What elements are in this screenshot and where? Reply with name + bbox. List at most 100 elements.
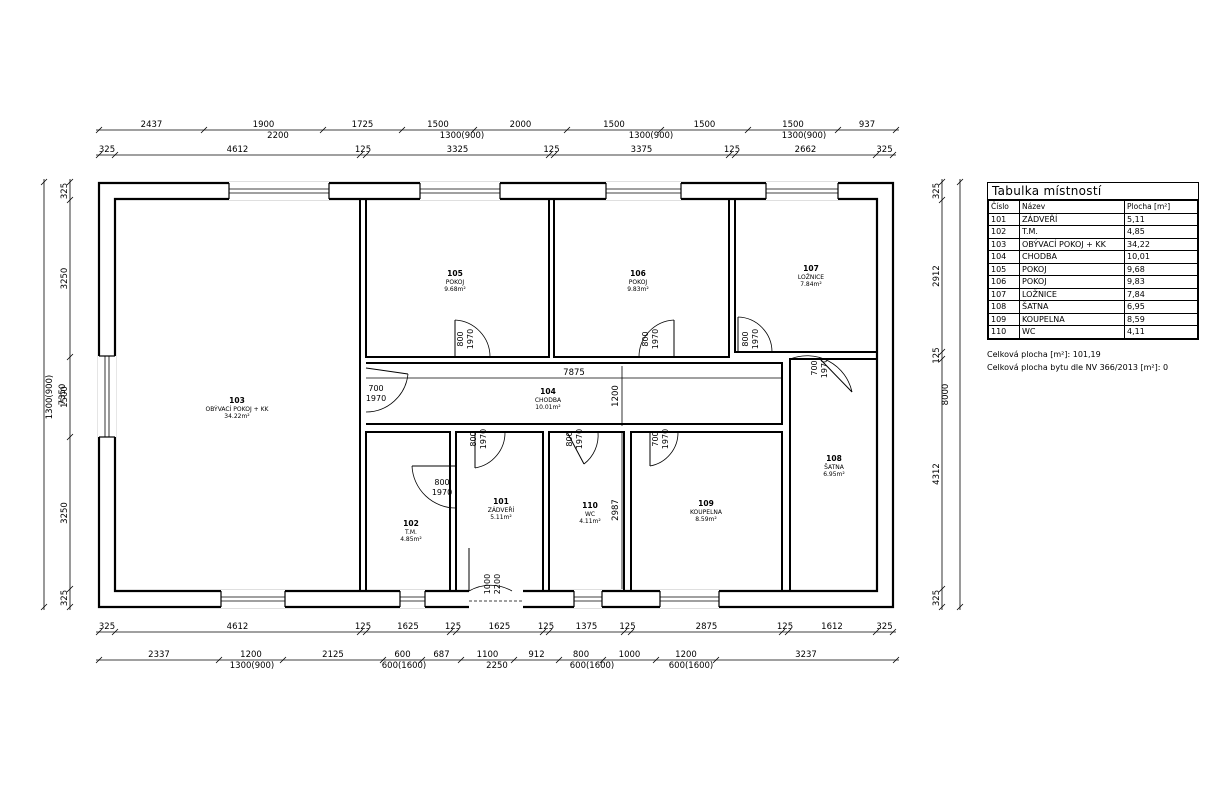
room-area-cell: 9,68 <box>1124 262 1198 276</box>
dimension-tick <box>95 151 103 159</box>
dimension-tick <box>599 656 607 664</box>
dimension-label: 4612 <box>227 145 249 155</box>
header-area: Plocha [m²] <box>1124 200 1198 214</box>
door-height-label: 2200 <box>493 574 502 594</box>
dimension-label: 1000 <box>619 650 641 660</box>
dimension-label: 4612 <box>227 622 249 632</box>
door-width-label: 800 <box>741 331 750 346</box>
interior-wall <box>114 199 361 591</box>
door-height-label: 1970 <box>466 329 475 349</box>
dimension-tick <box>872 151 880 159</box>
dimension-label: 125 <box>355 622 371 632</box>
dimension-label: 125 <box>724 145 740 155</box>
door-height-label: 1970 <box>651 329 660 349</box>
window <box>221 590 285 608</box>
room-area: 7.84m² <box>800 281 822 288</box>
dimension-tick <box>66 178 74 186</box>
room-name-cell: POKOJ <box>1019 275 1125 289</box>
dimension-label: 325 <box>876 145 892 155</box>
dimension-tick <box>892 656 900 664</box>
room-area-cell: 10,01 <box>1124 250 1198 264</box>
room-number: 101 <box>493 497 509 506</box>
door-height-label: 1970 <box>432 488 452 497</box>
door-height-label: 1970 <box>751 329 760 349</box>
room-area-cell: 5,11 <box>1124 212 1198 226</box>
room-area: 10.01m² <box>535 404 561 411</box>
room-outline <box>365 431 451 592</box>
room-number: 102 <box>403 519 419 528</box>
dimension-tick <box>938 603 946 611</box>
dimension-tick <box>539 628 547 636</box>
room-name: POKOJ <box>629 279 648 286</box>
room-area-cell: 6,95 <box>1124 300 1198 314</box>
dimension-tick <box>279 656 287 664</box>
dimension-label: 1200 <box>611 385 621 407</box>
dimension-tick <box>66 585 74 593</box>
dimension-sub-label: 1300(900) <box>440 131 485 141</box>
door-height-label: 1970 <box>661 429 670 449</box>
dimension-tick <box>834 126 842 134</box>
dimension-tick <box>712 656 720 664</box>
dimension-tick <box>470 126 478 134</box>
room-area-cell: 34,22 <box>1124 237 1198 251</box>
dimension-label: 125 <box>619 622 635 632</box>
room-table-header: Číslo Název Plocha [m²] <box>988 200 1198 214</box>
door-leaf <box>365 367 409 375</box>
dimension-label: 1625 <box>489 622 511 632</box>
room-number: 106 <box>630 269 646 278</box>
dimension-tick <box>938 355 946 363</box>
dimension-sub-label: 1300(900) <box>45 375 55 420</box>
dimension-lines <box>40 126 964 664</box>
dimension-label: 1200 <box>675 650 697 660</box>
dimension-label: 125 <box>538 622 554 632</box>
dimension-sub-label: 1300(900) <box>782 131 827 141</box>
room-number: 107 <box>803 264 819 273</box>
room-area-cell: 4,11 <box>1124 325 1198 339</box>
room-name: LOŽNICE <box>798 273 824 281</box>
dimension-tick <box>889 151 897 159</box>
room-number: 103 <box>229 396 245 405</box>
door-width-label: 800 <box>469 431 478 446</box>
dimension-tick <box>66 353 74 361</box>
dimension-tick <box>657 126 665 134</box>
door-swing <box>468 584 513 592</box>
room-area-cell: 8,59 <box>1124 312 1198 326</box>
dimension-label: 1200 <box>240 650 262 660</box>
door-swing <box>411 465 457 509</box>
room-number-cell: 107 <box>988 287 1020 301</box>
dimension-tick <box>319 126 327 134</box>
dimension-sub-label: 1300(900) <box>230 661 275 671</box>
dimension-tick <box>95 126 103 134</box>
dimension-label: 1900 <box>253 120 275 130</box>
dimension-label: 125 <box>932 347 942 363</box>
door-swing <box>649 431 679 467</box>
total-area-nv-text: Celková plocha bytu dle NV 366/2013 [m²]… <box>987 363 1169 372</box>
dimension-tick <box>362 151 370 159</box>
room-name: POKOJ <box>446 279 465 286</box>
room-name: OBÝVACÍ POKOJ + KK <box>206 406 270 413</box>
dimension-label: 325 <box>99 145 115 155</box>
door-leaf <box>819 358 853 393</box>
dimension-sub-label: 1300(900) <box>629 131 674 141</box>
walls <box>97 181 895 609</box>
room-area: 9.83m² <box>627 286 649 293</box>
dimension-tick <box>784 628 792 636</box>
dimension-label: 7875 <box>563 368 585 378</box>
dimension-label: 1612 <box>821 622 843 632</box>
dimension-tick <box>731 151 739 159</box>
dimension-tick <box>362 628 370 636</box>
window <box>400 590 425 608</box>
window <box>766 182 838 200</box>
room-name: T.M. <box>404 529 417 536</box>
dimension-label: 600 <box>394 650 410 660</box>
dimension-label: 325 <box>932 183 942 199</box>
dimension-tick <box>111 628 119 636</box>
room-number: 104 <box>540 387 556 396</box>
